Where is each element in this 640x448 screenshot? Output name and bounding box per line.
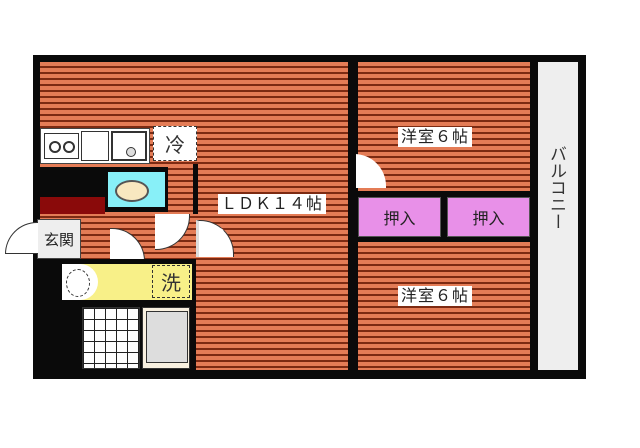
entrance: 玄関 — [37, 219, 81, 259]
entrance-label: 玄関 — [43, 230, 74, 249]
western-room-1-label: 洋室６帖 — [398, 127, 473, 147]
balcony — [538, 62, 578, 370]
toilet-icon — [115, 180, 149, 202]
wall-center — [348, 55, 356, 379]
entrance-mat — [40, 197, 105, 214]
shoe-cabinet — [40, 167, 105, 197]
wall-closet-bottom — [356, 237, 532, 242]
bathroom-floor — [82, 307, 140, 369]
basin-icon — [66, 269, 90, 297]
closet-1-label: 押入 — [383, 209, 416, 228]
kitchen-counter — [40, 128, 150, 164]
wall-bath-right — [193, 164, 198, 214]
washer-space: 洗 — [152, 265, 190, 298]
sink — [111, 131, 147, 161]
fridge-space: 冷 — [153, 126, 197, 161]
ldk-label: ＬＤＫ１４帖 — [218, 194, 327, 214]
counter-space — [81, 131, 109, 161]
fridge-label: 冷 — [165, 133, 185, 157]
western-room-2-label: 洋室６帖 — [398, 286, 473, 306]
wall-balcony — [530, 55, 538, 379]
closet-1: 押入 — [358, 197, 441, 237]
burner-icon — [49, 141, 61, 153]
wash-basin — [62, 264, 98, 300]
wall-closet-divider — [441, 197, 447, 237]
stove — [44, 133, 79, 159]
wall-closet-top — [356, 191, 532, 197]
western-room-2 — [358, 242, 530, 370]
toilet-floor — [108, 172, 165, 207]
bathtub-basin — [146, 311, 188, 363]
burner-icon — [63, 141, 75, 153]
closet-2: 押入 — [447, 197, 530, 237]
bathtub — [142, 307, 190, 369]
closet-2-label: 押入 — [472, 209, 505, 228]
washer-label: 洗 — [161, 271, 181, 295]
balcony-label: バルコニー — [546, 145, 566, 230]
washroom: 洗 — [62, 264, 192, 300]
faucet-icon — [126, 147, 136, 157]
front-door — [5, 222, 38, 254]
